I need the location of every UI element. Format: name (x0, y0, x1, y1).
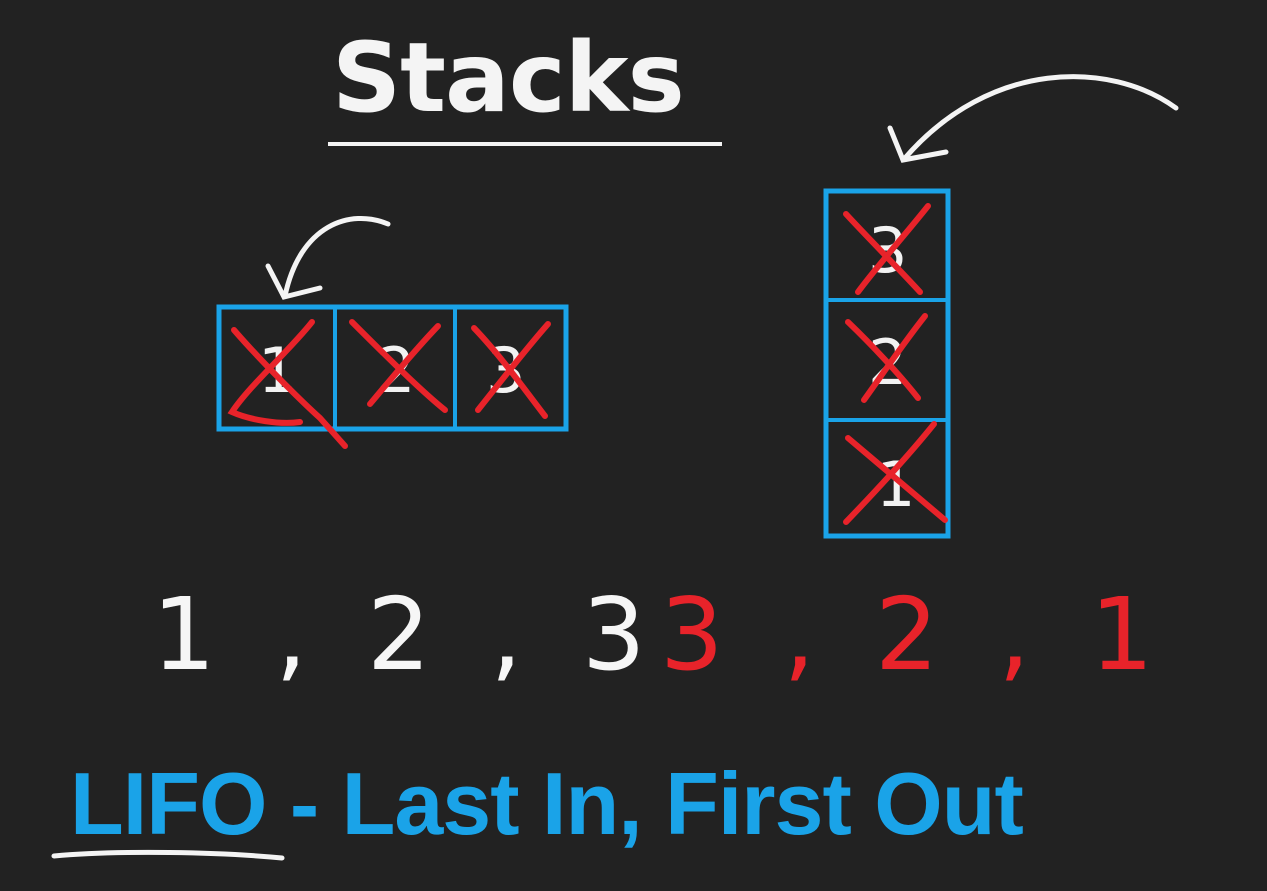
cross-mark (845, 313, 928, 403)
push-arrow (265, 215, 391, 300)
horizontal-stack: 1 2 3 (216, 215, 569, 449)
cross-mark (349, 319, 448, 413)
pop-order-sequence: 3 , 2 , 1 (660, 576, 1154, 693)
cross-mark (843, 421, 948, 525)
vertical-stack: 3 2 1 (823, 74, 1179, 539)
vertical-stack-box (823, 188, 951, 539)
cross-mark (471, 321, 551, 419)
page-title: Stacks (332, 22, 685, 134)
push-order-sequence: 1 , 2 , 3 (152, 576, 646, 693)
lifo-underline (51, 849, 285, 861)
push-arrow (887, 74, 1179, 163)
cross-mark (227, 319, 348, 449)
horizontal-stack-box (216, 304, 569, 432)
cross-mark (843, 203, 931, 295)
lifo-caption: LIFO - Last In, First Out (70, 754, 1024, 853)
